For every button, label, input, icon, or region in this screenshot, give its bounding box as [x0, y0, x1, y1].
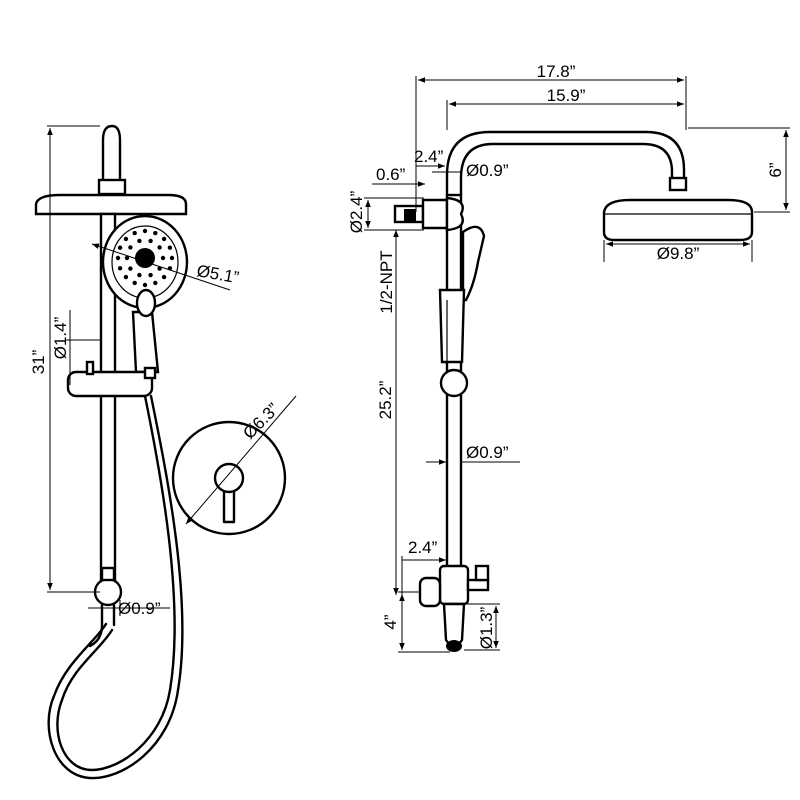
- nozzle-dot: [160, 255, 166, 261]
- nozzle-dot: [128, 266, 133, 271]
- diverter-body: [438, 564, 470, 606]
- label-rainhead-diameter: Ø9.8”: [657, 244, 700, 263]
- hose-outer: [56, 394, 176, 772]
- inlet-end: [446, 640, 462, 652]
- nozzle-dot: [169, 255, 175, 261]
- nozzle-dot: [132, 280, 137, 286]
- label-valve-height: 4”: [381, 614, 400, 629]
- slider-cap: [143, 366, 157, 380]
- rainhead-side: [34, 193, 188, 216]
- nozzle-dot: [124, 255, 130, 261]
- shower-arm-outer: [445, 130, 686, 197]
- handshower-side-head: [461, 225, 486, 302]
- dim-handshower-line: [91, 243, 231, 291]
- nozzle-dot: [148, 238, 153, 244]
- shower-arm-inner: [459, 142, 674, 197]
- nozzle-dot: [128, 245, 133, 250]
- nozzle-dot: [142, 228, 148, 234]
- slider-knob-side: [439, 368, 469, 398]
- valve-knob: [418, 576, 442, 608]
- nozzle-dot: [153, 280, 158, 286]
- label-bar-diameter: Ø1.4”: [51, 316, 70, 359]
- diverter-stub: [466, 578, 490, 592]
- label-arm-reach: 15.9”: [547, 86, 586, 105]
- nozzle-dot: [117, 266, 123, 271]
- nozzle-dot: [157, 245, 162, 250]
- nozzle-dot: [167, 245, 173, 250]
- mode-button: [135, 288, 157, 318]
- valve-handle-hub: [213, 462, 245, 494]
- label-valve-diameter: Ø1.3”: [477, 606, 496, 649]
- hose-inner: [47, 394, 184, 780]
- wall-bracket-clamp: [445, 196, 464, 232]
- nozzle-dot: [132, 230, 137, 236]
- nozzle-dot: [148, 272, 153, 278]
- nozzle-dot: [137, 272, 142, 278]
- nozzle-dot: [123, 274, 129, 280]
- nozzle-dot: [153, 230, 158, 236]
- nozzle-dot: [137, 238, 142, 244]
- rainhead-connector: [668, 176, 688, 192]
- label-handshower-diameter: Ø5.1”: [195, 261, 241, 287]
- label-wall-offset-top: 2.4”: [414, 147, 444, 166]
- nozzle-dot: [161, 236, 167, 242]
- slider-knob: [85, 360, 95, 376]
- label-head-drop: 6”: [766, 162, 785, 177]
- label-slide-height: 25.2”: [376, 380, 395, 419]
- elbow-nut: [100, 566, 116, 582]
- nozzle-dot: [117, 245, 123, 250]
- wall-bracket-arm: [421, 198, 449, 230]
- handshower-center: [135, 248, 155, 268]
- nozzle-dot: [142, 282, 148, 288]
- label-inlet-diameter: Ø0.9”: [118, 599, 161, 618]
- label-width-total: 17.8”: [537, 62, 576, 81]
- front-view: 31” Ø1.4” Ø5.1” Ø6.3” Ø0.9”: [29, 124, 297, 780]
- label-height-total: 31”: [29, 349, 48, 374]
- nozzle-pattern: [115, 228, 175, 288]
- nozzle-dot: [161, 274, 167, 280]
- label-valve-offset: 2.4”: [408, 538, 438, 557]
- rainhead-profile: [602, 198, 754, 242]
- label-thread-spec: 1/2-NPT: [377, 250, 396, 313]
- valve-lever: [222, 490, 236, 524]
- side-view: 17.8” 15.9” 2.4” Ø0.9” 0.6” Ø2.4” 6” Ø9.…: [347, 62, 790, 653]
- top-connector: [101, 124, 122, 194]
- nozzle-dot: [115, 255, 121, 261]
- connector-nut: [97, 178, 127, 196]
- handshower-side-handle: [438, 288, 466, 364]
- wall-bracket-block: [404, 209, 416, 223]
- nozzle-dot: [123, 236, 129, 242]
- slider-bracket: [66, 370, 154, 398]
- label-bracket-diameter: Ø2.4”: [347, 190, 366, 233]
- label-arm-diameter: Ø0.9”: [466, 161, 509, 180]
- dim-escutcheon-line: [185, 395, 297, 525]
- handshower-handle: [131, 310, 160, 374]
- label-pipe-diameter: Ø0.9”: [466, 443, 509, 462]
- nozzle-dot: [157, 266, 162, 271]
- diverter-cap: [474, 564, 490, 582]
- inlet-pipe: [442, 602, 466, 648]
- label-standoff: 0.6”: [376, 165, 406, 184]
